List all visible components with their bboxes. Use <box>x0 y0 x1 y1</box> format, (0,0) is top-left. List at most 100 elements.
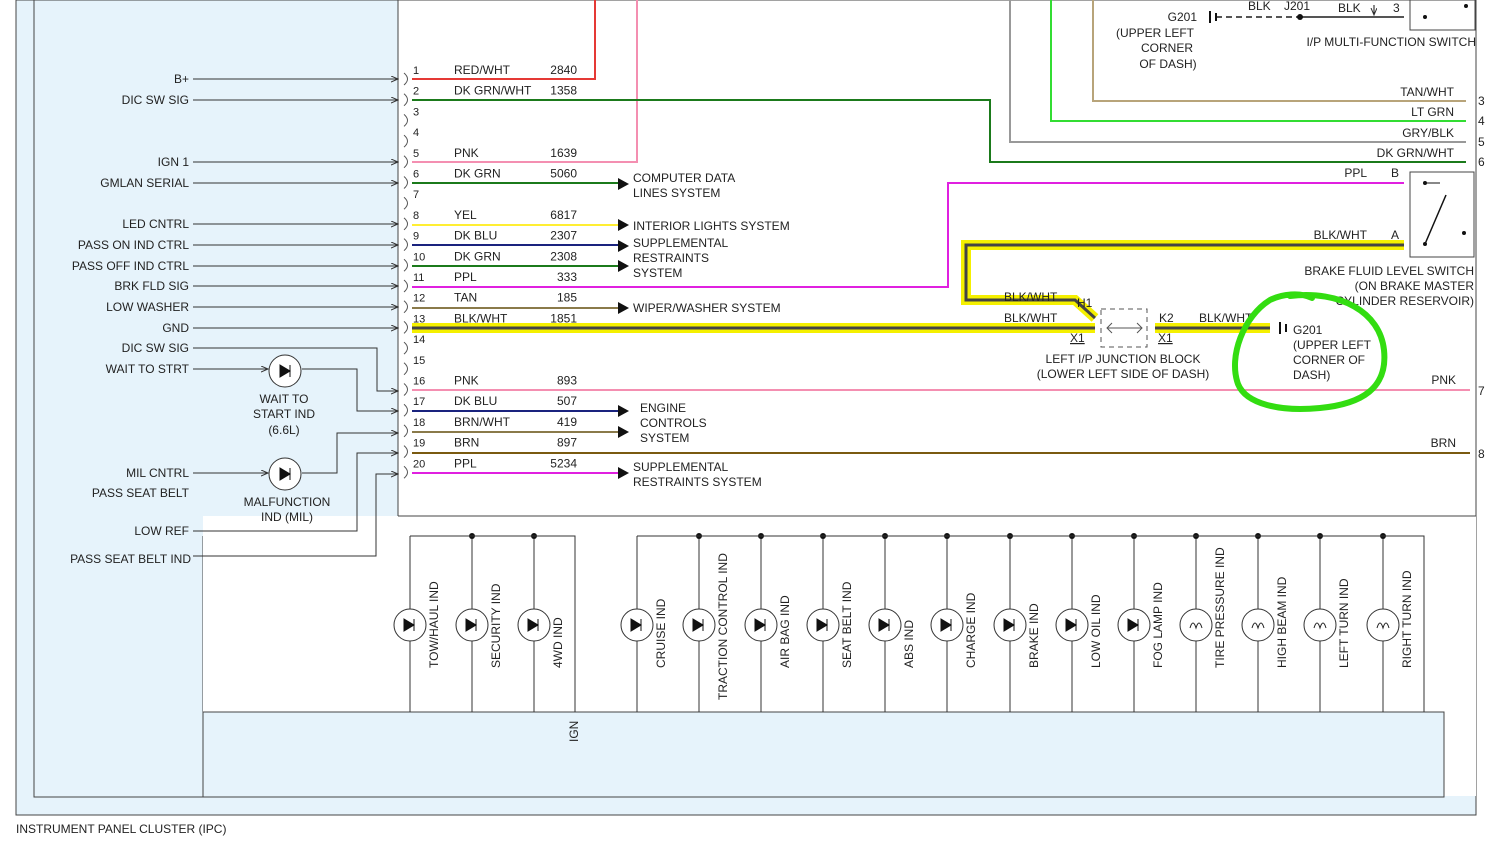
output-pin: 8 <box>1478 447 1485 461</box>
svg-text:G201: G201 <box>1293 323 1323 337</box>
right-wire-pin: 3 <box>1478 94 1485 108</box>
pin-number: 7 <box>413 189 419 201</box>
indicator: TOW/HAUL IND <box>393 536 441 712</box>
indicator: HIGH BEAM IND <box>1241 533 1289 712</box>
indicator: SEAT BELT IND <box>806 533 854 712</box>
pin-number: 14 <box>413 334 425 346</box>
pin-number: 15 <box>413 355 425 367</box>
wire-color: BRN <box>454 436 479 450</box>
pin-number: 10 <box>413 251 425 263</box>
circuit-number: 5060 <box>550 167 577 181</box>
label-low-ref: LOW REF <box>134 524 189 538</box>
pin-number: 6 <box>413 169 419 181</box>
mil-lamp: MALFUNCTION IND (MIL) <box>244 457 331 524</box>
label-brk-fld: BRK FLD SIG <box>114 279 189 293</box>
wire-color: DK BLU <box>454 394 497 408</box>
pin-number: 2 <box>413 86 419 98</box>
wire-color: PNK <box>454 374 479 388</box>
svg-text:SYSTEM: SYSTEM <box>640 431 689 445</box>
indicator-label: HIGH BEAM IND <box>1275 576 1289 668</box>
circuit-number: 897 <box>557 436 577 450</box>
pin-row: 11 PPL 333 <box>403 270 577 293</box>
indicator: CRUISE IND <box>620 536 668 712</box>
label-ign1: IGN 1 <box>158 155 190 169</box>
indicator: SECURITY IND <box>455 533 503 712</box>
pin-number: 12 <box>413 293 425 305</box>
right-wire-pin: 4 <box>1478 114 1485 128</box>
label-pass-seat-belt-ind: PASS SEAT BELT IND <box>70 552 191 566</box>
label-wait-to-strt: WAIT TO STRT <box>106 362 190 376</box>
indicator-label: LEFT TURN IND <box>1337 578 1351 668</box>
circuit-number: 1851 <box>550 311 577 325</box>
circuit-number: 2307 <box>550 229 577 243</box>
indicator-label: TOW/HAUL IND <box>427 581 441 668</box>
label-low-washer: LOW WASHER <box>106 300 189 314</box>
right-wire-color: LT GRN <box>1411 105 1454 119</box>
pin-number: 11 <box>413 272 424 284</box>
annotation-circle <box>1232 291 1388 412</box>
indicator-label: TIRE PRESSURE IND <box>1213 547 1227 668</box>
indicator: LOW OIL IND <box>1055 533 1103 712</box>
circuit-number: 507 <box>557 394 577 408</box>
indicator-label: AIR BAG IND <box>778 595 792 668</box>
pin-number: 16 <box>413 376 425 388</box>
wire-color: TAN <box>454 291 477 305</box>
left-signal-lines <box>193 79 398 557</box>
circuit-number: 185 <box>557 291 577 305</box>
right-wire-pin: 5 <box>1478 135 1485 149</box>
circuit-number: 5234 <box>550 456 577 470</box>
indicator: FOG LAMP IND <box>1117 533 1165 712</box>
pin-number: 3 <box>413 106 419 118</box>
output-pin: 7 <box>1478 384 1485 398</box>
pin-row: 7 <box>403 189 419 210</box>
svg-text:ENGINE: ENGINE <box>640 401 686 415</box>
svg-text:J201: J201 <box>1284 0 1310 13</box>
pin-row: 14 <box>403 334 425 355</box>
output-color: BRN <box>1431 436 1456 450</box>
pin-row: 8 YEL 6817 <box>403 208 577 231</box>
svg-text:(6.6L): (6.6L) <box>268 423 299 437</box>
label-gmlan: GMLAN SERIAL <box>100 176 189 190</box>
wires <box>412 0 1470 474</box>
svg-text:B: B <box>1391 166 1399 180</box>
svg-text:MALFUNCTION: MALFUNCTION <box>244 495 331 509</box>
wire-color: PPL <box>454 456 477 470</box>
indicator-label: ABS IND <box>902 620 916 668</box>
svg-text:BLK/WHT: BLK/WHT <box>1314 228 1368 242</box>
pin-row: 4 <box>403 127 419 148</box>
pin-number: 4 <box>413 127 419 139</box>
circuit-number: 6817 <box>550 208 577 222</box>
pin-row: 12 TAN 185 <box>403 291 577 314</box>
svg-text:WIPER/WASHER SYSTEM: WIPER/WASHER SYSTEM <box>633 301 781 315</box>
pin-number: 19 <box>413 438 425 450</box>
wire-color: DK GRN <box>454 249 501 263</box>
pin-number: 8 <box>413 210 419 222</box>
wire-color: YEL <box>454 208 477 222</box>
wire-pnk-1639 <box>412 0 638 163</box>
ign-bus-box <box>202 711 1445 798</box>
svg-text:LEFT I/P JUNCTION BLOCK: LEFT I/P JUNCTION BLOCK <box>1046 352 1201 366</box>
wire-ppl-333 <box>412 182 1404 288</box>
circuit-number: 333 <box>557 270 577 284</box>
indicator: LEFT TURN IND <box>1303 533 1351 712</box>
svg-text:START IND: START IND <box>253 407 315 421</box>
wire-color: PPL <box>454 270 477 284</box>
svg-text:H1: H1 <box>1077 296 1093 310</box>
svg-text:3: 3 <box>1393 1 1400 15</box>
brake-fluid-level-switch: PPL B BLK/WHT A BRAKE FLUID LEVEL SWITCH… <box>1304 166 1475 308</box>
system-labels: COMPUTER DATA LINES SYSTEM INTERIOR LIGH… <box>633 171 790 489</box>
svg-text:IND (MIL): IND (MIL) <box>261 510 313 524</box>
indicator-label: SECURITY IND <box>489 583 503 668</box>
left-ip-junction-block: BLK/WHT H1 BLK/WHT X1 K2 BLK/WHT X1 LEFT… <box>1004 290 1388 412</box>
wire-color: DK GRN/WHT <box>454 84 532 98</box>
pin-number: 17 <box>413 396 425 408</box>
wire-color: RED/WHT <box>454 63 511 77</box>
pin-row: 15 <box>403 355 425 376</box>
indicator-label: FOG LAMP IND <box>1151 582 1165 668</box>
